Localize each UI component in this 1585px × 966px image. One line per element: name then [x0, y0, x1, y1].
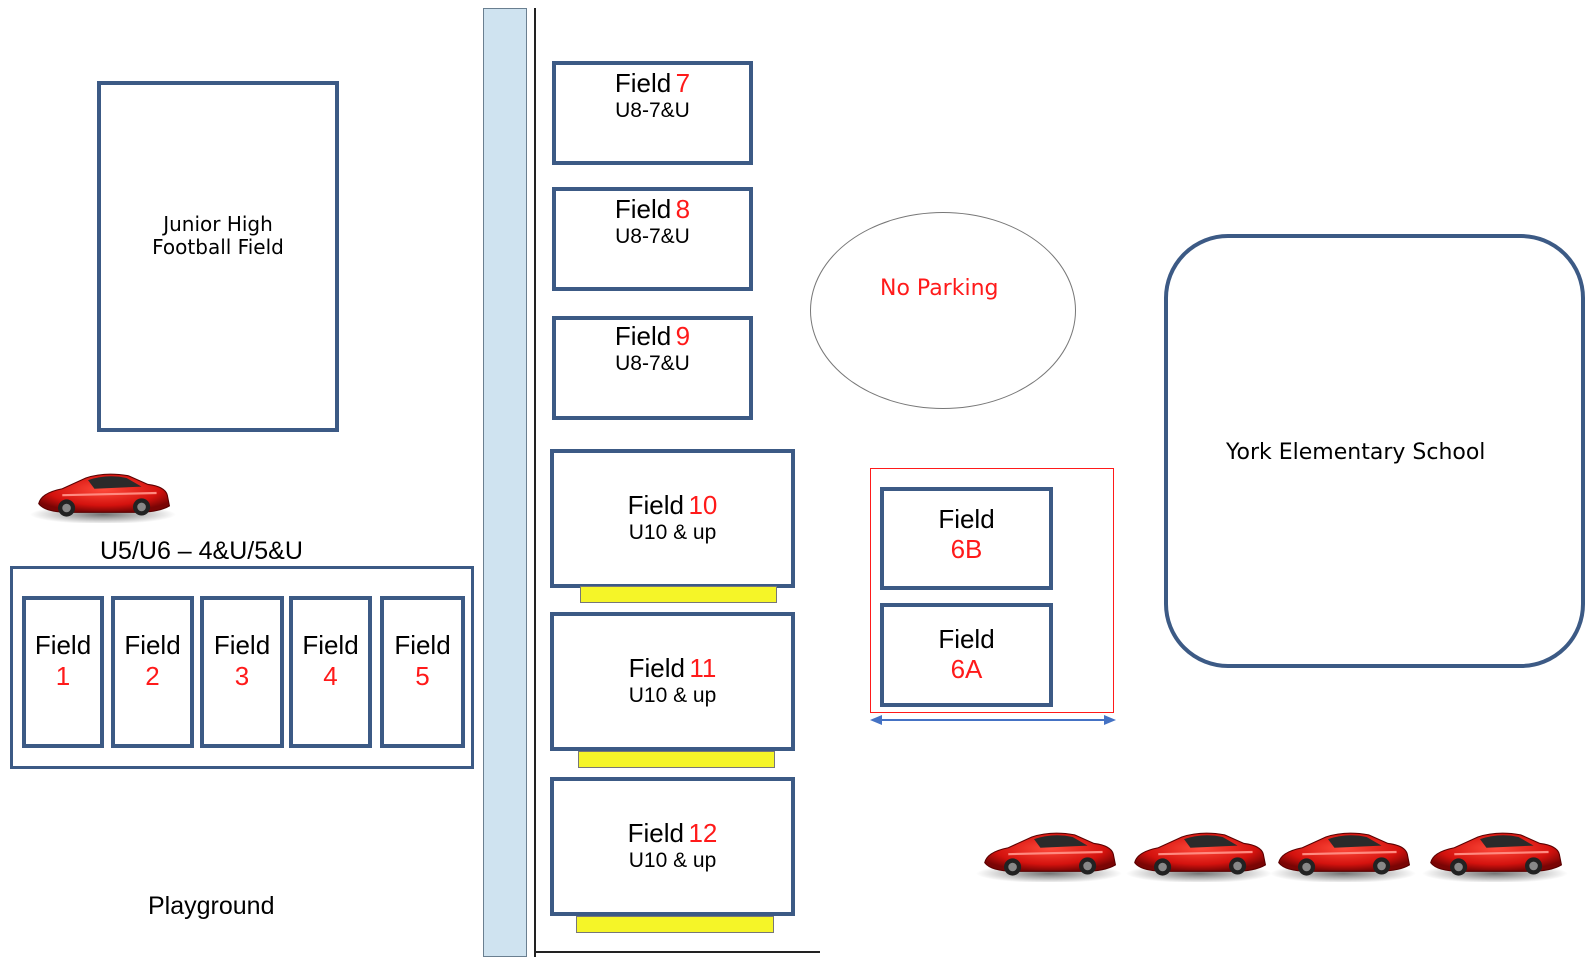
width-arrow	[870, 715, 1116, 725]
small-field-label: Field	[213, 630, 271, 660]
field-age-group: U10 & up	[628, 683, 717, 707]
football-field-label-line1: Junior High	[163, 212, 273, 236]
field-label: Field	[627, 490, 684, 520]
small-field-label: Field	[394, 630, 451, 660]
car-icon	[1125, 832, 1273, 882]
field-age-group: U10 & up	[628, 848, 717, 872]
small-field-label: Field	[302, 630, 359, 660]
field-11-goal-area	[578, 751, 775, 768]
field-number: 6A	[950, 653, 983, 684]
car-icon	[29, 473, 177, 523]
field-label: Field	[614, 321, 672, 351]
field-12-goal-area	[576, 916, 774, 933]
field-number: 8	[675, 194, 691, 224]
car-icon	[1421, 832, 1569, 882]
car-icon	[975, 832, 1123, 882]
field-age-group: U8-7&U	[615, 98, 690, 122]
car-icon	[1269, 832, 1417, 882]
field-age-group: U8-7&U	[615, 224, 690, 248]
small-field-number: 2	[145, 661, 160, 692]
small-field-1: Field 1	[22, 596, 104, 748]
small-field-number: 1	[55, 661, 71, 692]
football-field-label-line2: Football Field	[152, 235, 284, 259]
road-edge-line	[534, 8, 536, 957]
field-label: Field	[614, 194, 672, 224]
school-label: York Elementary School	[1226, 440, 1486, 465]
field-6-area	[870, 468, 1114, 713]
field-11: Field 11 U10 & up	[550, 612, 795, 751]
field-label: Field	[614, 68, 672, 98]
field-6a: Field 6A	[880, 603, 1053, 707]
field-label: Field	[627, 818, 684, 848]
field-age-group: U10 & up	[628, 520, 717, 544]
small-field-5: Field 5	[380, 596, 465, 748]
field-label: Field	[938, 504, 995, 534]
no-parking-label: No Parking	[880, 276, 999, 301]
small-fields-group-label: U5/U6 – 4&U/5&U	[100, 537, 303, 565]
field-number: 12	[688, 818, 718, 848]
field-7: Field 7 U8-7&U	[552, 61, 753, 165]
small-field-4: Field 4	[289, 596, 372, 748]
field-9: Field 9 U8-7&U	[552, 316, 753, 420]
field-number: 6B	[950, 533, 983, 564]
field-number: 11	[689, 653, 717, 683]
school-building	[1164, 234, 1585, 668]
field-10: Field 10 U10 & up	[550, 449, 795, 588]
small-field-2: Field 2	[111, 596, 194, 748]
field-number: 9	[675, 321, 691, 351]
small-field-3: Field 3	[200, 596, 284, 748]
small-field-number: 5	[415, 661, 430, 692]
field-8: Field 8 U8-7&U	[552, 187, 753, 291]
field-number: 10	[688, 490, 718, 520]
no-parking-zone	[810, 212, 1076, 409]
road	[483, 8, 527, 957]
field-12: Field 12 U10 & up	[550, 777, 795, 916]
field-label: Field	[938, 624, 995, 654]
field-age-group: U8-7&U	[615, 351, 690, 375]
small-field-label: Field	[34, 630, 92, 660]
field-10-goal-area	[580, 586, 777, 603]
road-bottom-line	[534, 951, 820, 953]
playground-label: Playground	[148, 892, 275, 920]
field-label: Field	[628, 653, 685, 683]
small-field-number: 4	[323, 661, 338, 692]
football-field: Junior High Football Field	[97, 81, 339, 432]
field-number: 7	[675, 68, 691, 98]
small-field-label: Field	[124, 630, 181, 660]
small-field-number: 3	[234, 661, 250, 692]
field-6b: Field 6B	[880, 487, 1053, 590]
